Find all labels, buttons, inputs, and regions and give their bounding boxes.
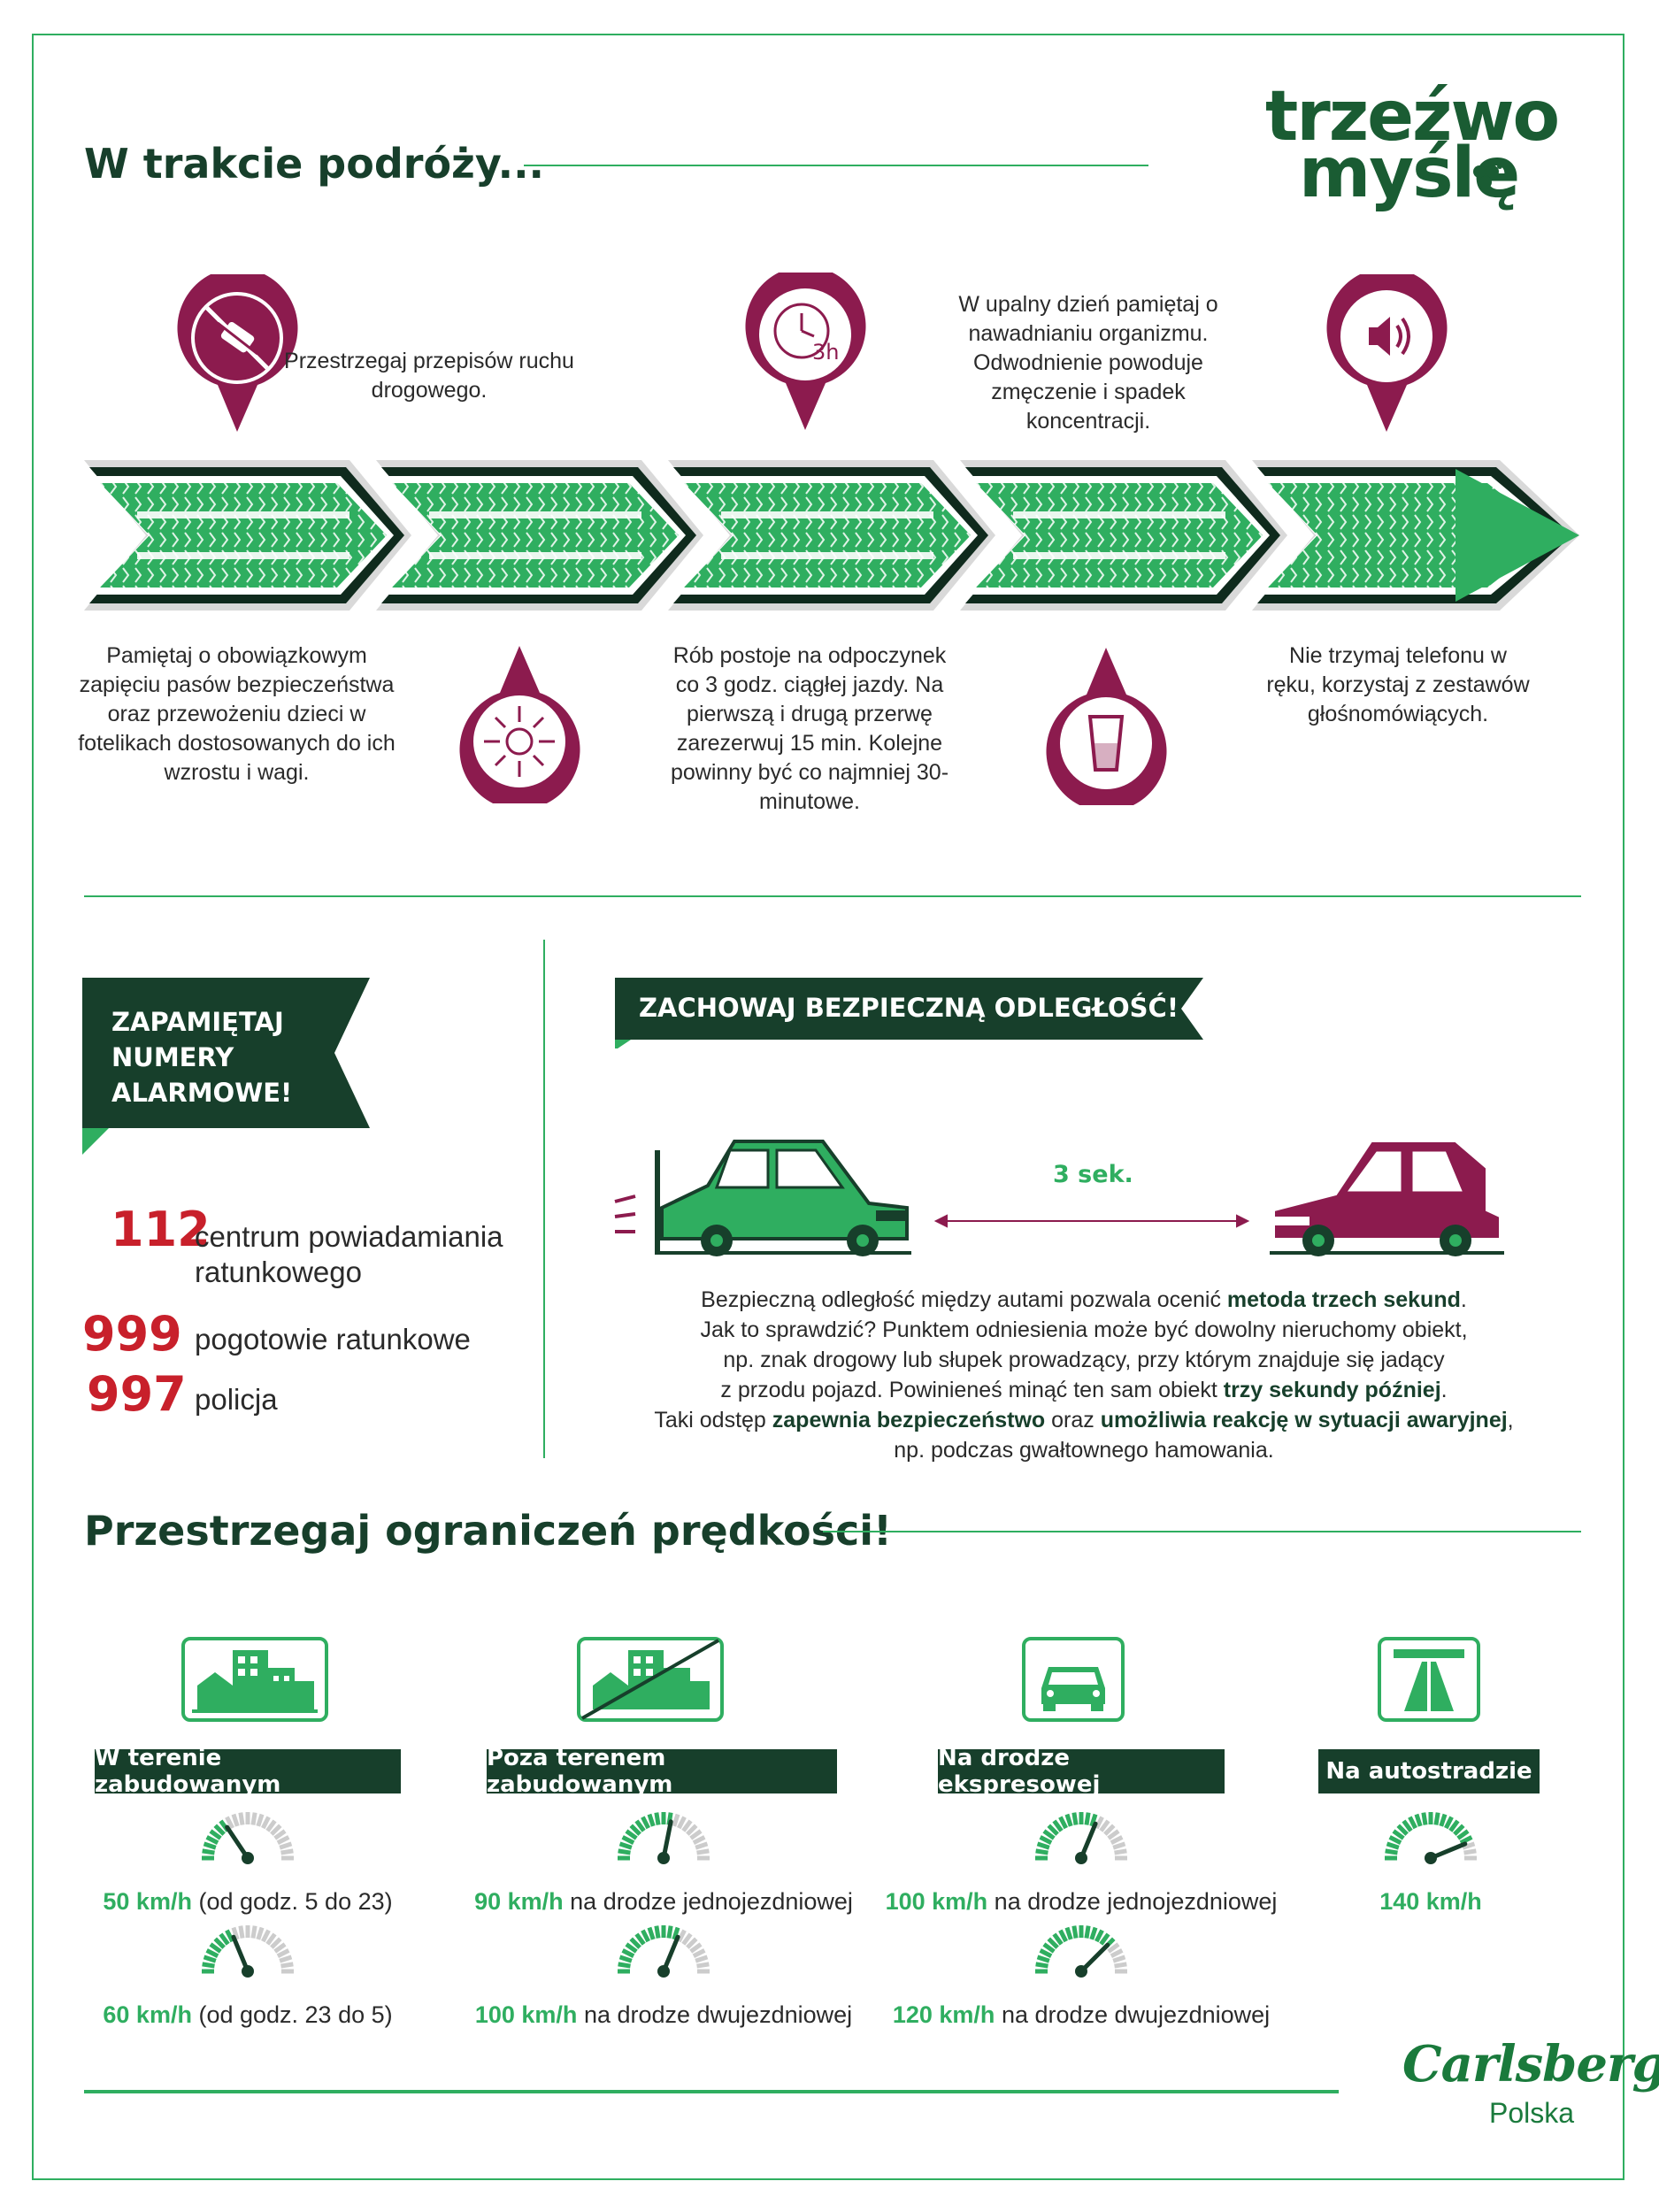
body-text: . xyxy=(1440,1378,1448,1402)
body-text: Bezpieczną odległość między autami pozwa… xyxy=(701,1287,1227,1312)
alarm-label-997: policja xyxy=(195,1383,278,1416)
speedometer-gauge xyxy=(618,1812,710,1864)
grapes-icon xyxy=(1473,164,1502,188)
gap-label: 3 sek. xyxy=(1053,1161,1133,1188)
page-frame xyxy=(32,34,1624,2180)
emphasis-text: metoda trzech sekund xyxy=(1226,1287,1461,1312)
body-text: Jak to sprawdzić? Punktem odniesienia mo… xyxy=(700,1317,1468,1342)
motorway-icon xyxy=(1378,1637,1480,1722)
speaker-pin-icon xyxy=(1326,274,1448,432)
speed-limit-motorway: 140 km/h xyxy=(1379,1888,1482,1916)
speed-value: 50 km/h xyxy=(103,1888,192,1915)
speedometer-gauge xyxy=(618,1925,710,1978)
speed-limit-expressway-single: 100 km/h na drodze jednojezdniowej xyxy=(886,1888,1278,1916)
trzezwo-mysle-logo: trzeźwo myślę xyxy=(1265,77,1560,208)
title-rule xyxy=(524,165,1148,166)
speed-value: 140 km/h xyxy=(1379,1888,1482,1915)
speedometer-gauge xyxy=(1035,1812,1127,1864)
speed-limit-expressway-dual: 120 km/h na drodze dwujezdniowej xyxy=(893,2001,1270,2029)
road-chevron-band xyxy=(84,460,1579,611)
tip-breaks: Rób postoje na odpoczynek co 3 godz. cią… xyxy=(670,643,949,814)
body-text: np. podczas gwałtownego hamowania. xyxy=(894,1438,1274,1463)
speed-value: 60 km/h xyxy=(103,2001,192,2028)
clock-label: 3h xyxy=(812,340,839,365)
alarm-banner-shape xyxy=(82,978,370,1155)
category-expressway: Na drodze ekspresowej xyxy=(938,1745,1225,1798)
speed-value: 100 km/h xyxy=(474,2001,578,2028)
distance-paragraph-line: np. znak drogowy lub słupek prowadzący, … xyxy=(584,1345,1584,1375)
speed-note: na drodze dwujezdniowej xyxy=(577,2001,853,2028)
alarm-label-112: centrum powiadamiania ratunkowego xyxy=(195,1220,503,1288)
speedometer-gauge xyxy=(202,1812,294,1864)
speed-note: (od godz. 5 do 23) xyxy=(191,1888,393,1915)
distance-paragraph-line: np. podczas gwałtownego hamowania. xyxy=(584,1435,1584,1465)
speed-note: na drodze dwujezdniowej xyxy=(995,2001,1271,2028)
alarm-banner-text: ZAPAMIĘTAJ NUMERY ALARMOWE! xyxy=(111,1004,292,1110)
lead-car-icon xyxy=(1270,1141,1504,1256)
seatbelt-pin-icon xyxy=(177,274,298,432)
speed-limit-built-up-day: 50 km/h (od godz. 5 do 23) xyxy=(103,1888,392,1916)
car-icon xyxy=(1022,1637,1125,1722)
distance-paragraph-line: Bezpieczną odległość między autami pozwa… xyxy=(584,1285,1584,1315)
speed-value: 100 km/h xyxy=(885,1888,988,1915)
body-text: z przodu pojazd. Powinieneś minąć ten sa… xyxy=(720,1378,1224,1402)
distance-paragraph-line: z przodu pojazd. Powinieneś minąć ten sa… xyxy=(584,1375,1584,1405)
carlsberg-logo-sub: Polska xyxy=(1489,2097,1575,2129)
buildings-crossed-icon xyxy=(577,1637,724,1722)
distance-banner-text: ZACHOWAJ BEZPIECZNĄ ODLEGŁOŚĆ! xyxy=(639,993,1179,1023)
emphasis-text: zapewnia bezpieczeństwo xyxy=(772,1408,1046,1432)
speedometer-gauge xyxy=(1385,1812,1477,1864)
speedometer-gauge xyxy=(1035,1925,1127,1978)
footer-rule xyxy=(84,2090,1339,2093)
body-text: Taki odstęp xyxy=(654,1408,772,1432)
alarm-banner-line3: ALARMOWE! xyxy=(111,1078,293,1108)
roundabout-pin-icon xyxy=(459,646,580,803)
logo-line1: trzeźwo xyxy=(1265,77,1560,157)
speedometer-gauge xyxy=(202,1925,294,1978)
speed-note: na drodze jednojezdniowej xyxy=(987,1888,1278,1915)
clock-pin-icon: 3h xyxy=(745,273,866,430)
speed-limit-outside-single: 90 km/h na drodze jednojezdniowej xyxy=(474,1888,853,1916)
tip-rules: Przestrzegaj przepisów ruchu drogowego. xyxy=(284,349,574,403)
speed-limit-built-up-night: 60 km/h (od godz. 23 do 5) xyxy=(103,2001,392,2029)
distance-paragraph-line: Jak to sprawdzić? Punktem odniesienia mo… xyxy=(584,1315,1584,1345)
distance-paragraph-line: Taki odstęp zapewnia bezpieczeństwo oraz… xyxy=(584,1405,1584,1435)
section-title-travel: W trakcie podróży... xyxy=(84,140,545,188)
follow-car-icon xyxy=(614,1140,911,1256)
glass-pin-icon xyxy=(1046,648,1167,805)
cars-distance-illustration xyxy=(614,1140,1504,1256)
carlsberg-logo: Carlsberg xyxy=(1402,2035,1659,2093)
alarm-number-997: 997 xyxy=(87,1366,187,1422)
speed-value: 90 km/h xyxy=(474,1888,564,1915)
alarm-number-112: 112 xyxy=(111,1202,211,1257)
body-text: np. znak drogowy lub słupek prowadzący, … xyxy=(723,1348,1445,1372)
section-divider-1 xyxy=(84,895,1581,897)
body-text: , xyxy=(1507,1408,1514,1432)
category-motorway: Na autostradzie xyxy=(1318,1749,1540,1793)
tip-seatbelt: Pamiętaj o obowiązkowym zapięciu pasów b… xyxy=(78,643,396,785)
speed-title-rule xyxy=(823,1531,1581,1532)
section-title-speed: Przestrzegaj ograniczeń prędkości! xyxy=(84,1507,893,1555)
alarm-label-999: pogotowie ratunkowe xyxy=(195,1323,471,1356)
speed-value: 120 km/h xyxy=(892,2001,995,2028)
alarm-number-999: 999 xyxy=(82,1306,182,1362)
body-text: . xyxy=(1460,1287,1467,1312)
alarm-banner-line1: ZAPAMIĘTAJ xyxy=(111,1007,284,1037)
emphasis-text: umożliwia reakcję w sytuacji awaryjnej xyxy=(1100,1408,1508,1432)
category-outside-built-up: Poza terenem zabudowanym xyxy=(487,1745,837,1798)
alarm-banner-line2: NUMERY xyxy=(111,1042,234,1072)
tip-hydration: W upalny dzień pamiętaj o nawadnianiu or… xyxy=(958,292,1218,434)
buildings-icon xyxy=(181,1637,328,1722)
body-text: oraz xyxy=(1045,1408,1101,1432)
speed-note: (od godz. 23 do 5) xyxy=(191,2001,393,2028)
category-built-up: W terenie zabudowanym xyxy=(95,1745,401,1798)
speed-note: na drodze jednojezdniowej xyxy=(563,1888,853,1915)
emphasis-text: trzy sekundy później xyxy=(1223,1378,1441,1402)
tip-phone: Nie trzymaj telefonu w ręku, korzystaj z… xyxy=(1266,643,1530,726)
speed-limit-outside-dual: 100 km/h na drodze dwujezdniowej xyxy=(475,2001,852,2029)
distance-banner-shape xyxy=(615,978,1203,1048)
vertical-divider xyxy=(543,940,545,1458)
distance-paragraph: Bezpieczną odległość między autami pozwa… xyxy=(584,1285,1584,1465)
